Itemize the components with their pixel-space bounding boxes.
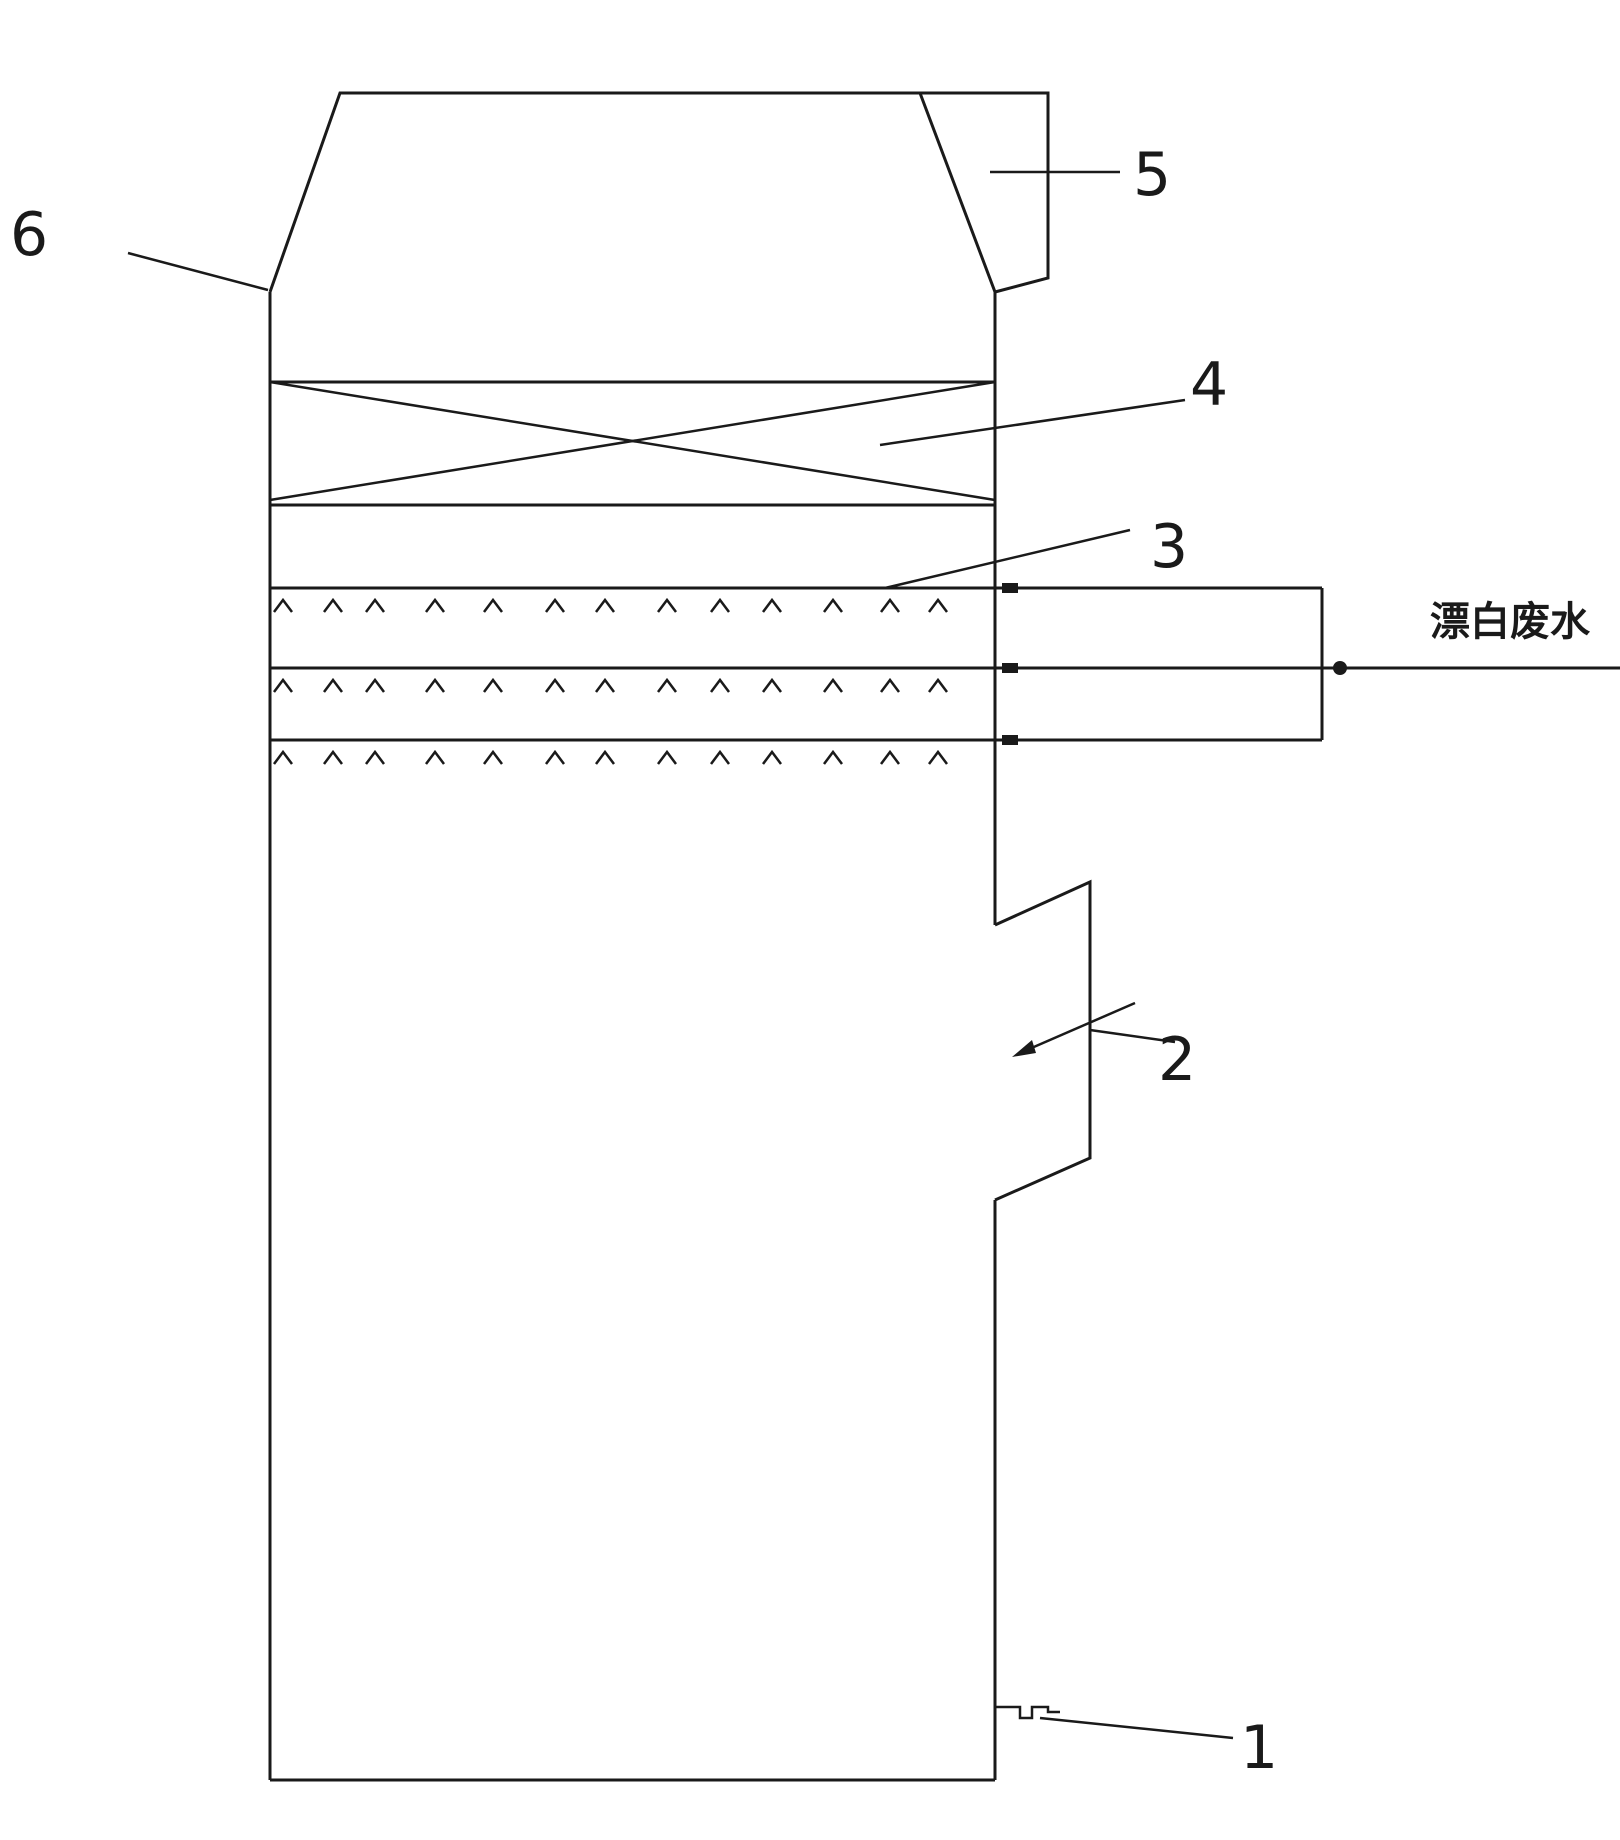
spray-nozzle [483,597,503,613]
spray-nozzle [365,597,385,613]
spray-nozzle [483,677,503,693]
top-outlet [268,91,997,293]
gas-inlet [994,879,1136,1202]
gas-flow-arrow [1019,1001,1136,1055]
leader-2 [1089,1028,1176,1044]
spray-nozzle [425,677,445,693]
spray-nozzle [273,749,293,765]
inlet-label: 漂白废水 [1430,599,1591,645]
spray-nozzle [880,749,900,765]
label-3: 3 [1150,512,1188,582]
pipe-joint-1 [1002,583,1018,593]
spray-nozzle [880,597,900,613]
leader-lines [127,170,1234,1740]
spray-nozzle [365,677,385,693]
spray-nozzle [928,677,948,693]
spray-nozzle [365,749,385,765]
label-5: 5 [1133,140,1171,210]
spray-nozzle [323,677,343,693]
demister [269,380,996,507]
spray-nozzle [323,749,343,765]
spray-nozzle [483,749,503,765]
spray-nozzle [273,597,293,613]
spray-nozzle [710,677,730,693]
spray-nozzle [762,597,782,613]
spray-nozzle [323,597,343,613]
spray-nozzle [823,749,843,765]
spray-nozzle [823,597,843,613]
spray-nozzle [657,677,677,693]
spray-nozzle [545,749,565,765]
spray-nozzle [545,677,565,693]
spray-nozzle [595,597,615,613]
spray-nozzles [273,597,948,765]
leader-1 [1039,1716,1234,1740]
pipe-joint-3 [1002,735,1018,745]
label-4: 4 [1190,350,1228,420]
spray-nozzle [595,677,615,693]
leader-6 [127,251,269,292]
inlet-joint [1333,661,1347,675]
leader-4 [879,398,1186,447]
label-6: 6 [10,200,48,270]
spray-nozzle [928,597,948,613]
label-2: 2 [1158,1025,1196,1095]
spray-nozzle [657,597,677,613]
leader-3 [884,528,1131,590]
spray-nozzle [762,677,782,693]
spray-nozzle [595,749,615,765]
spray-nozzle [425,749,445,765]
demister-diagonal-b [269,380,996,502]
spray-nozzle [823,677,843,693]
tower-body [268,292,997,1782]
spray-nozzle [273,677,293,693]
drain-outlet [995,1705,1060,1720]
housing-outline [920,91,1050,294]
spray-nozzle [928,749,948,765]
drain-pipe [995,1705,1060,1720]
gas-inlet-duct [994,879,1092,1202]
spray-nozzle [880,677,900,693]
label-1: 1 [1240,1713,1278,1783]
labels: 5 4 3 2 1 6 漂白废水 [10,140,1591,1783]
spray-layers [270,583,1620,765]
spray-nozzle [425,597,445,613]
spray-nozzle [657,749,677,765]
pipe-joint-2 [1002,663,1018,673]
gas-flow-arrowhead [1012,1040,1036,1057]
spray-nozzle [545,597,565,613]
housing-5 [920,91,1050,294]
spray-nozzle [710,597,730,613]
spray-nozzle [762,749,782,765]
spray-nozzle [710,749,730,765]
top-cone [268,91,997,293]
